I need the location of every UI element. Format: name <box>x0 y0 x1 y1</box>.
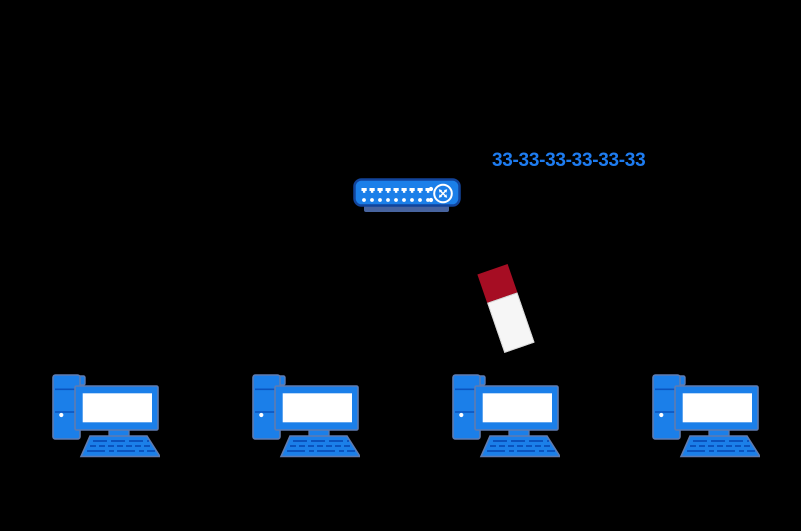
desktop-computer-graphic <box>252 374 360 458</box>
computer-1-icon <box>52 374 160 458</box>
ethernet-switch-icon <box>353 178 461 214</box>
monitor-screen <box>282 393 352 423</box>
power-button-dot <box>659 412 664 418</box>
crossed-arrows-circle-icon <box>433 183 453 204</box>
monitor-screen <box>682 393 752 423</box>
computer-2-icon <box>252 374 360 458</box>
ethernet-switch-graphic <box>353 178 461 212</box>
switch-base <box>364 205 449 212</box>
desktop-computer-graphic <box>652 374 760 458</box>
eraser-icon <box>477 264 535 353</box>
computer-3-icon <box>452 374 560 458</box>
switch-mac-address-label: 33-33-33-33-33-33 <box>492 150 646 171</box>
monitor-screen <box>82 393 152 423</box>
desktop-computer-graphic <box>52 374 160 458</box>
switch-ports-top-row <box>361 188 431 193</box>
eraser-body <box>487 292 535 353</box>
monitor-screen <box>482 393 552 423</box>
power-button-dot <box>459 412 464 418</box>
switch-divider-dots <box>428 186 434 203</box>
desktop-computer-graphic <box>452 374 560 458</box>
power-button-dot <box>259 412 264 418</box>
computer-4-icon <box>652 374 760 458</box>
power-button-dot <box>59 412 64 418</box>
switch-ports-bottom-row <box>362 198 430 202</box>
